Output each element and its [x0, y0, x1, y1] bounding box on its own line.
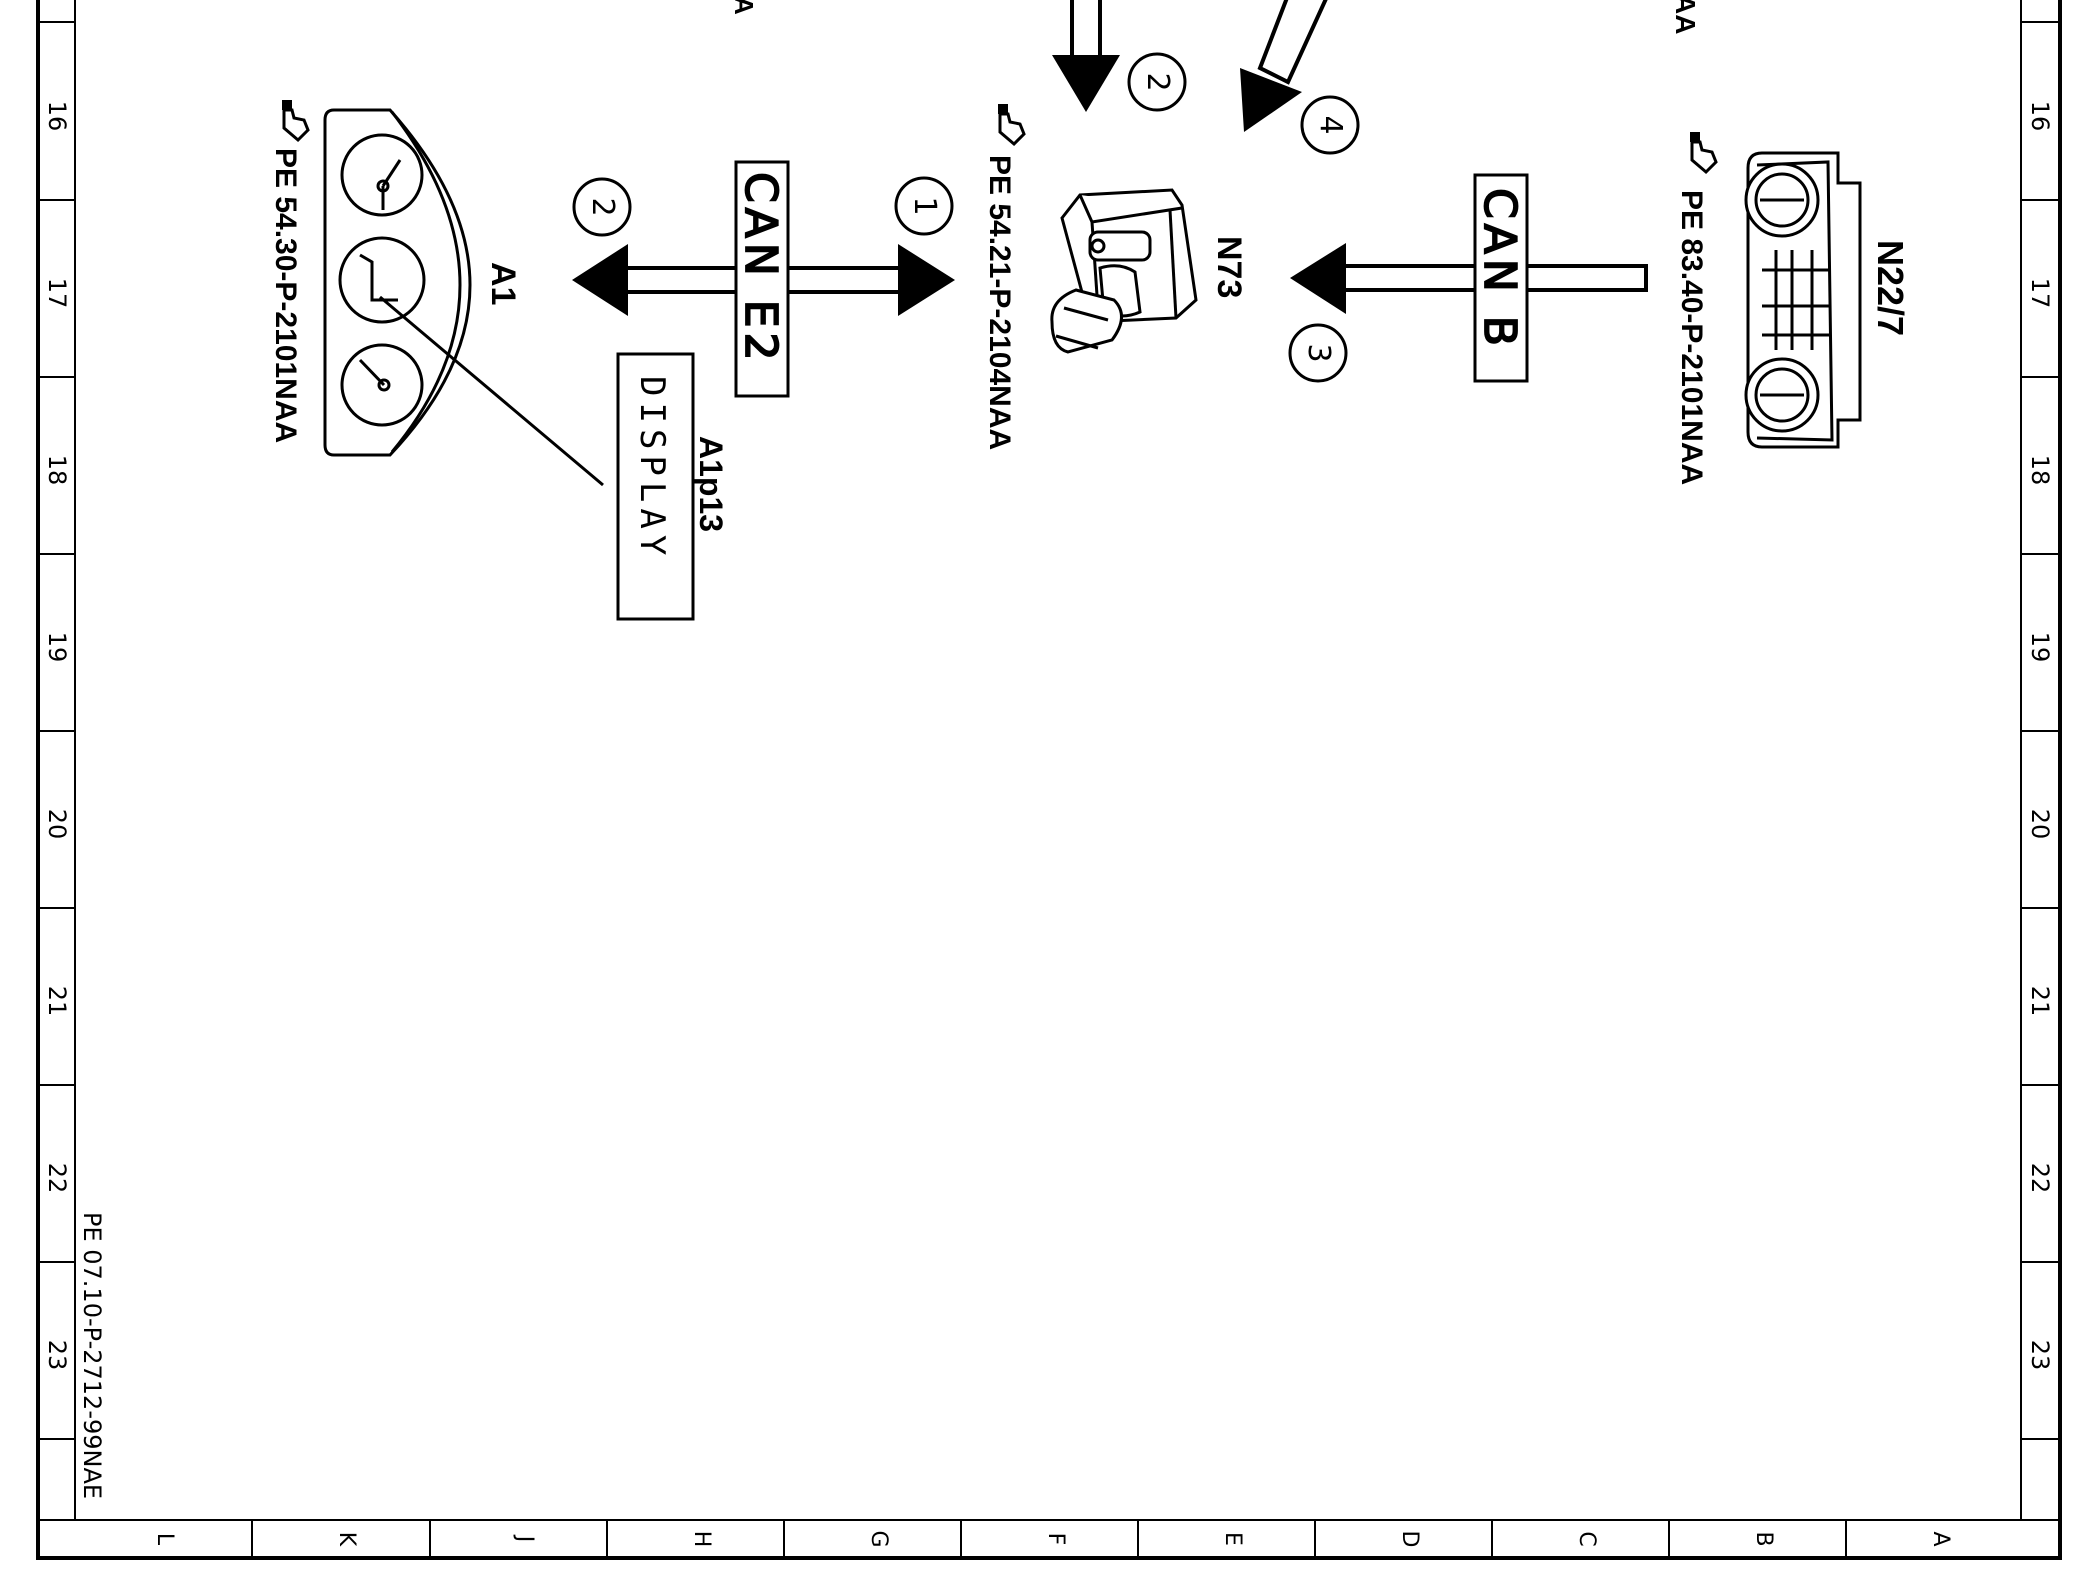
column-ticks — [251, 1520, 1847, 1558]
can-b-label-box — [1473, 173, 1529, 383]
can-e2-arrowhead-right — [898, 244, 955, 316]
cutoff-text-left: A — [729, 0, 759, 15]
marker-label: 2 — [1140, 72, 1175, 91]
column-label: L — [152, 1533, 177, 1546]
marker-3: 3 — [1288, 323, 1348, 383]
can-e2-arrowhead-left — [572, 244, 628, 316]
can-e2-label: CAN E2 — [735, 172, 786, 366]
ignition-switch-icon — [1050, 188, 1198, 354]
column-label: C — [1574, 1531, 1599, 1546]
hand-pointer-icon — [1690, 132, 1718, 175]
column-label: G — [866, 1530, 891, 1547]
row-label: 23 — [2026, 1340, 2054, 1371]
marker-label: 1 — [907, 196, 942, 215]
row-label: 16 — [43, 101, 71, 132]
n22-7-code: N22/7 — [1870, 240, 1911, 336]
column-label: F — [1043, 1533, 1068, 1546]
column-label: A — [1928, 1531, 1953, 1546]
instrument-cluster-icon — [323, 108, 472, 457]
hand-pointer-icon — [282, 100, 310, 143]
row-labels-left: 16 17 18 19 20 21 22 23 — [43, 101, 71, 1371]
hand-pointer-icon — [998, 104, 1026, 147]
document-id: PE 07.10-P-2712-99NAE — [78, 1212, 106, 1499]
marker-2-top: 2 — [1127, 52, 1187, 112]
row-label: 17 — [2026, 278, 2054, 309]
row-labels-right: 16 17 18 19 20 21 22 23 — [2026, 101, 2054, 1371]
marker-label: 3 — [1301, 343, 1336, 362]
outer-frame — [36, 0, 2062, 1560]
inner-frame — [74, 0, 2022, 1521]
can-b-connection: CAN B — [1290, 173, 1648, 383]
column-labels: L K J H G F E D C B A — [152, 1530, 1953, 1547]
a1p13-code: A1p13 — [693, 436, 729, 532]
row-label: 18 — [43, 455, 71, 486]
a1-code: A1 — [484, 262, 522, 305]
column-label: D — [1397, 1531, 1422, 1548]
row-label: 21 — [43, 986, 71, 1017]
row-ticks — [38, 21, 2060, 1440]
n73-reference: PE 54.21-P-2104NAA — [983, 155, 1016, 450]
column-label: J — [512, 1534, 537, 1543]
column-label: K — [334, 1532, 359, 1547]
column-label: B — [1751, 1531, 1776, 1546]
row-label: 22 — [43, 1163, 71, 1194]
marker-label: 4 — [1313, 115, 1348, 134]
climate-control-panel-icon — [1744, 151, 1862, 449]
display-box — [616, 352, 695, 621]
n73-code: N73 — [1210, 236, 1248, 298]
can-b-label: CAN B — [1474, 188, 1525, 351]
display-label: DISPLAY — [632, 376, 672, 561]
can-e2-connection: CAN E2 — [572, 160, 955, 398]
row-label: 21 — [2026, 986, 2054, 1017]
column-label: H — [689, 1531, 714, 1548]
a1-reference: PE 54.30-P-2101NAA — [269, 148, 302, 443]
row-label: 23 — [43, 1340, 71, 1371]
n22-7-reference: PE 83.40-P-2101NAA — [1675, 190, 1708, 485]
row-label: 20 — [43, 809, 71, 840]
marker-1: 1 — [894, 176, 954, 236]
marker-4: 4 — [1300, 95, 1360, 155]
incoming-arrow-diagonal — [1240, 0, 1328, 132]
row-label: 18 — [2026, 455, 2054, 486]
row-label: 20 — [2026, 809, 2054, 840]
cutoff-text-right: AA — [1670, 0, 1701, 34]
can-b-arrowhead — [1290, 243, 1346, 314]
row-label: 17 — [43, 278, 71, 309]
row-label: 22 — [2026, 1163, 2054, 1194]
column-label: E — [1220, 1532, 1245, 1546]
row-label: 19 — [43, 632, 71, 663]
display-leader-line — [379, 295, 604, 487]
row-label: 16 — [2026, 101, 2054, 132]
can-e2-label-box — [734, 160, 790, 398]
row-label: 19 — [2026, 632, 2054, 663]
marker-label: 2 — [585, 197, 620, 216]
incoming-arrow-top — [1052, 0, 1120, 112]
marker-2-left: 2 — [572, 177, 632, 237]
